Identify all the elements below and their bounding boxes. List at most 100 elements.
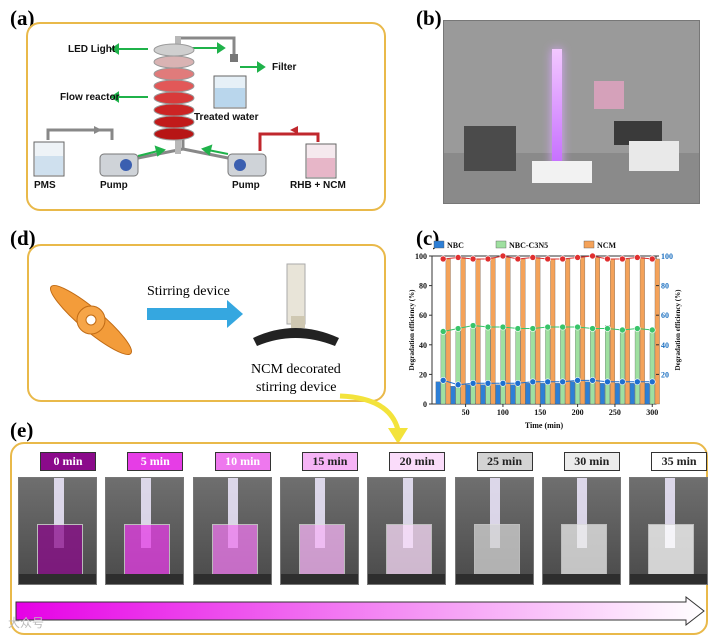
point-nbcc3n5-6 (529, 325, 537, 332)
point-nbc-13 (634, 378, 641, 386)
pump-right-shape (227, 153, 267, 177)
legend-label-0: NBC (447, 241, 464, 250)
point-ncm-5 (514, 255, 522, 263)
point-nbcc3n5-5 (514, 325, 522, 332)
point-nbcc3n5-13 (634, 325, 641, 332)
y2tick-label-40: 40 (661, 341, 669, 350)
watermark-text: 大众号 (8, 616, 45, 630)
yellow-curved-arrow (339, 393, 408, 444)
point-ncm-6 (529, 254, 537, 261)
point-nbcc3n5-10 (589, 325, 596, 332)
beaker-photo-0 (18, 477, 97, 585)
point-ncm-9 (574, 254, 581, 261)
point-nbcc3n5-4 (499, 323, 507, 331)
time-label-7: 35 min (651, 452, 708, 471)
point-nbcc3n5-8 (559, 323, 566, 331)
point-ncm-3 (484, 255, 492, 263)
bar-nbc-13 (629, 383, 635, 405)
point-nbc-3 (484, 379, 492, 387)
gradient-arrow (15, 596, 705, 627)
bar-nbcc3n5-2 (470, 323, 476, 405)
bar-ncm-3 (490, 257, 496, 405)
point-ncm-7 (544, 255, 552, 263)
point-ncm-2 (469, 255, 477, 263)
bar-nbcc3n5-7 (545, 325, 551, 405)
stirring-device-diagram (50, 263, 339, 355)
bar-nbcc3n5-0 (440, 329, 446, 405)
tube-pms (46, 128, 114, 140)
point-ncm-14 (648, 255, 656, 263)
point-nbcc3n5-2 (469, 322, 477, 329)
stir-bar-icon (50, 285, 132, 355)
ytick-label-20: 20 (419, 370, 427, 379)
point-nbcc3n5-7 (544, 323, 552, 331)
bar-nbc-8 (555, 383, 561, 405)
beaker-photo-7 (629, 477, 709, 585)
point-nbc-4 (499, 379, 507, 387)
y2tick-label-20: 20 (661, 370, 669, 379)
panel-label-b: (b) (416, 6, 442, 30)
xtick-label-100: 100 (497, 408, 509, 417)
point-nbc-10 (589, 377, 596, 384)
tube-rhb (258, 132, 320, 151)
label-led-light: LED Light (68, 44, 116, 55)
point-nbcc3n5-3 (484, 323, 492, 331)
bar-nbcc3n5-4 (500, 325, 506, 405)
time-label-1: 5 min (127, 452, 184, 471)
ytick-label-60: 60 (419, 311, 427, 320)
panel-label-c: (c) (416, 226, 440, 250)
point-ncm-12 (619, 255, 626, 263)
label-ncm-decorated: NCM decorated (251, 362, 341, 377)
bar-nbc-0 (435, 381, 441, 405)
legend-swatch-1 (495, 240, 507, 249)
bar-nbc-12 (614, 383, 620, 405)
beaker-photo-4 (367, 477, 447, 585)
bar-nbc-7 (540, 383, 546, 405)
x-axis-label: Time (min) (525, 421, 564, 430)
label-treated-water: Treated water (194, 112, 259, 123)
bar-nbc-14 (644, 383, 650, 405)
beaker-photo-2 (192, 477, 272, 585)
bar-nbc-9 (570, 381, 576, 405)
rhb-ncm-beaker (305, 143, 337, 179)
label-filter: Filter (272, 62, 297, 73)
arrow-gray (94, 126, 102, 134)
ytick-label-40: 40 (419, 341, 427, 350)
time-label-5: 25 min (476, 452, 533, 471)
bar-nbcc3n5-5 (515, 328, 521, 405)
label-pump-right: Pump (232, 180, 260, 191)
time-label-0: 0 min (40, 452, 96, 471)
bar-nbc-5 (510, 384, 516, 405)
time-label-2: 10 min (214, 452, 271, 471)
point-nbc-1 (454, 381, 462, 389)
label-flow-reactor: Flow reactor (60, 92, 120, 103)
panel-label-e: (e) (10, 418, 34, 442)
point-nbcc3n5-12 (619, 326, 626, 334)
flow-system-diagram (33, 36, 337, 179)
ytick-label-80: 80 (419, 282, 427, 291)
bar-nbcc3n5-10 (590, 326, 595, 405)
point-nbc-9 (574, 377, 581, 384)
legend-label-1: NBC-C3N5 (509, 241, 548, 250)
time-label-6: 30 min (563, 452, 620, 471)
arrow-blue-icon (147, 300, 243, 328)
point-nbc-7 (544, 378, 552, 386)
point-nbc-0 (439, 377, 447, 384)
panel-d-box: Stirring device NCM decorated stirring d… (27, 244, 386, 402)
legend-swatch-0 (433, 240, 445, 249)
y2tick-label-100: 100 (661, 252, 673, 261)
bar-ncm-2 (475, 258, 481, 405)
xtick-label-250: 250 (609, 408, 621, 417)
point-nbc-12 (619, 378, 626, 386)
arrow-red (290, 126, 298, 134)
xtick-label-150: 150 (534, 408, 546, 417)
bar-nbc-10 (585, 381, 590, 405)
label-rhb-ncm: RHB + NCM (290, 180, 346, 191)
bar-ncm-10 (595, 257, 600, 405)
point-ncm-10 (589, 252, 596, 260)
point-nbc-11 (604, 378, 611, 386)
point-nbc-2 (469, 379, 477, 387)
point-nbc-14 (648, 378, 656, 386)
point-ncm-8 (559, 255, 566, 263)
